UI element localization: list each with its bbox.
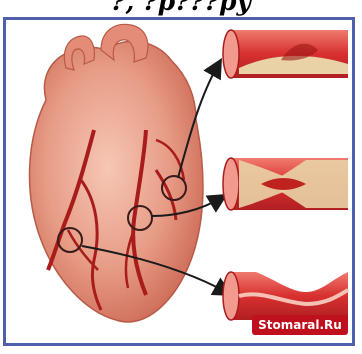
artery-narrowed-icon bbox=[223, 272, 348, 320]
heart-artery-illustration bbox=[6, 20, 352, 343]
watermark-logo: Stomaral.Ru bbox=[252, 315, 348, 335]
heart-anatomy-icon bbox=[30, 24, 203, 322]
caption-text: ?, ?p???py bbox=[2, 0, 360, 17]
artery-moderate-plaque-icon bbox=[223, 158, 348, 210]
artery-mild-plaque-icon bbox=[223, 30, 348, 78]
